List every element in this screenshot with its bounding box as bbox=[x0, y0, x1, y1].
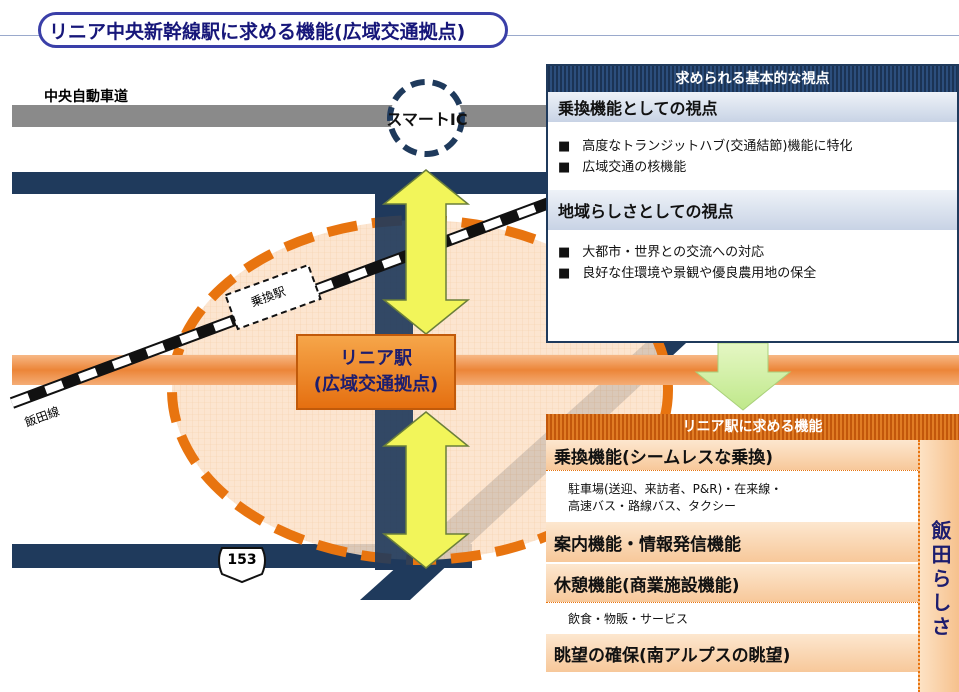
linear-shinkansen-line bbox=[12, 355, 959, 385]
bullet-item: 大都市・世界との交流への対応 bbox=[558, 242, 957, 263]
upper-road bbox=[12, 172, 549, 194]
basic-viewpoints-header: 求められる基本的な視点 bbox=[548, 66, 957, 92]
bullet-item: 高度なトランジットハブ(交通結節)機能に特化 bbox=[558, 136, 957, 157]
lower-double-arrow bbox=[381, 411, 471, 569]
transfer-viewpoint-title: 乗換機能としての視点 bbox=[548, 92, 957, 122]
function-title: 乗換機能(シームレスな乗換) bbox=[546, 440, 918, 470]
regional-viewpoint-title: 地域らしさとしての視点 bbox=[548, 190, 957, 230]
expressway-label: 中央自動車道 bbox=[44, 89, 128, 105]
station-functions-panel: リニア駅に求める機能 乗換機能(シームレスな乗換) 駐車場(送迎、来訪者、P&R… bbox=[546, 414, 959, 692]
station-functions-header: リニア駅に求める機能 bbox=[546, 414, 959, 440]
function-title: 休憩機能(商業施設機能) bbox=[546, 564, 918, 602]
route-number-label: 153 bbox=[227, 552, 257, 568]
function-title: 眺望の確保(南アルプスの眺望) bbox=[546, 634, 918, 672]
iida-character-band: 飯田らしさ bbox=[918, 440, 959, 692]
page-title: リニア中央新幹線駅に求める機能(広域交通拠点) bbox=[38, 12, 508, 48]
flow-arrow-icon bbox=[694, 342, 792, 411]
iida-character-label: 飯田らしさ bbox=[928, 520, 952, 640]
bullet-item: 広域交通の核機能 bbox=[558, 157, 957, 178]
function-title: 案内機能・情報発信機能 bbox=[546, 522, 918, 562]
route-153-shield bbox=[218, 547, 266, 584]
function-detail: 飲食・物販・サービス bbox=[568, 612, 689, 626]
linear-station-name: リニア駅 bbox=[340, 348, 412, 369]
linear-station-box: リニア駅 (広域交通拠点) bbox=[296, 334, 456, 410]
smart-ic-label: スマートIC bbox=[386, 110, 468, 129]
basic-viewpoints-panel: 求められる基本的な視点 乗換機能としての視点 高度なトランジットハブ(交通結節)… bbox=[546, 64, 959, 343]
bullet-item: 良好な住環境や景観や優良農用地の保全 bbox=[558, 263, 957, 284]
function-detail: 高速バス・路線バス、タクシー bbox=[568, 499, 737, 513]
smart-ic-circle bbox=[387, 79, 465, 157]
function-detail: 駐車場(送迎、来訪者、P&R)・在来線・ bbox=[568, 482, 783, 496]
linear-station-role: (広域交通拠点) bbox=[313, 374, 439, 395]
